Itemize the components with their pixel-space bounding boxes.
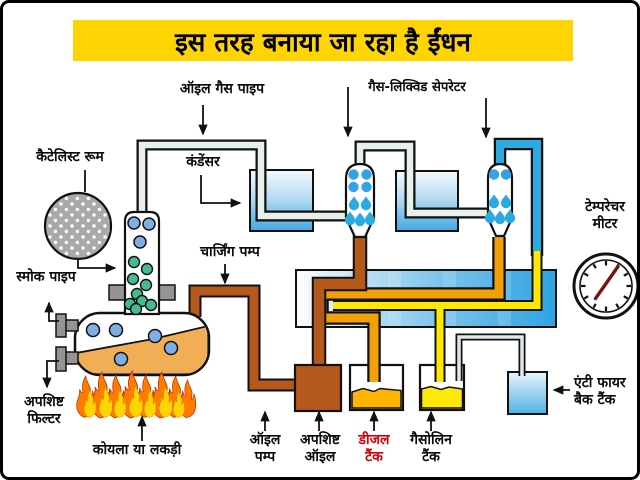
temperature-gauge	[572, 252, 637, 320]
label-gas-liquid-separator: गैस-लिक्विड सेपरेटर	[368, 80, 466, 95]
label-anti-fire-back-tank: एंटी फायर बैक टैंक	[574, 375, 626, 408]
arrow-condenser	[200, 175, 242, 208]
label-temperature-meter: टेम्परेचर मीटर	[585, 199, 625, 232]
condenser-tank-2	[395, 170, 459, 232]
process-diagram-canvas	[42, 87, 637, 441]
arrow-smoke-pipe	[44, 301, 59, 322]
gas-liquid-separator-1	[344, 162, 376, 239]
gauge-needle	[593, 264, 620, 301]
label-condenser: कंडेंसर	[186, 154, 220, 170]
label-gasoline-tank: गैसोलिन टैंक	[410, 432, 452, 465]
label-waste-oil: अपशिष्ट ऑइल	[300, 432, 340, 465]
label-catalyst-room: कैटेलिस्ट रूम	[36, 149, 104, 165]
gauge-ticks	[581, 261, 631, 311]
arrow-waste-filter	[42, 360, 59, 389]
label-charging-pump: चार्जिंग पम्प	[200, 244, 260, 260]
label-coal-or-wood: कोयला या लकड़ी	[92, 442, 182, 458]
oil-gas-pipe	[136, 139, 490, 227]
gas-liquid-separator-2	[484, 162, 516, 238]
charging-pump-pipe	[188, 284, 299, 392]
smoke-pipe-stub	[55, 313, 79, 338]
label-diesel-tank: डीजल टैंक	[358, 432, 390, 465]
label-waste-filter: अपशिष्ट फिल्टर	[24, 394, 64, 427]
label-oil-gas-pipe: ऑइल गैस पाइप	[179, 81, 265, 97]
label-oil-pump: ऑइल पम्प	[249, 432, 281, 465]
label-smoke-pipe: स्मोक पाइप	[16, 269, 76, 285]
separator-drain-pipe	[311, 234, 368, 371]
waste-oil-box	[293, 363, 343, 413]
vent-pipe	[455, 333, 526, 381]
annotation-arrows	[42, 87, 570, 441]
boiler	[73, 311, 211, 377]
title-banner: इस तरह बनाया जा रहा है ईंधन	[73, 20, 573, 61]
catalyst-room-ball	[43, 191, 113, 261]
reactor-column	[108, 210, 176, 316]
fire-flames	[76, 370, 197, 419]
blue-gas-pipe	[493, 137, 544, 256]
boiler-bubbles	[85, 322, 179, 367]
gasoline-pipe	[333, 251, 543, 382]
arrow-catalyst-to-column	[77, 260, 117, 273]
page-title: इस तरह बनाया जा रहा है ईंधन	[175, 27, 471, 58]
waste-filter-stub	[55, 346, 79, 372]
catalyst-beads	[123, 255, 158, 316]
anti-fire-back-tank	[507, 371, 548, 415]
